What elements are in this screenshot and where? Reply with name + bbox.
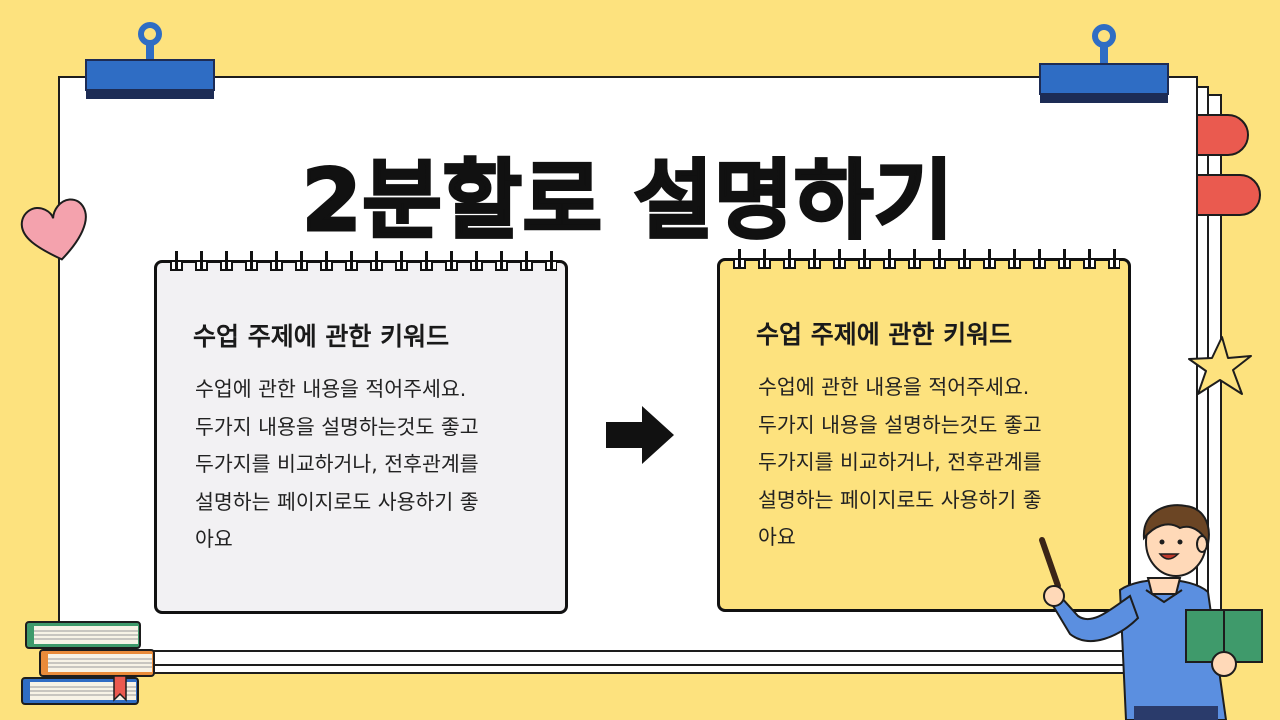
spiral-ring (808, 249, 821, 269)
spiral-ring (420, 251, 433, 271)
spiral-ring (908, 249, 921, 269)
right-notepad-panel: 수업 주제에 관한 키워드 수업에 관한 내용을 적어주세요. 두가지 내용을 … (717, 249, 1131, 612)
spiral-ring (195, 251, 208, 271)
spiral-ring (220, 251, 233, 271)
binder-clip-icon (85, 22, 215, 99)
page-title: 2분할로 설명하기 (300, 150, 955, 253)
spiral-ring (833, 249, 846, 269)
bookmark-tab-red-2 (1191, 174, 1261, 216)
right-panel-line: 수업에 관한 내용을 적어주세요. (758, 375, 1030, 399)
spiral-ring (758, 249, 771, 269)
spiral-ring (933, 249, 946, 269)
spiral-ring (983, 249, 996, 269)
spiral-ring (1108, 249, 1120, 269)
spiral-ring (545, 251, 557, 271)
right-panel-body: 수업에 관한 내용을 적어주세요. 두가지 내용을 설명하는것도 좋고 두가지를… (758, 369, 1098, 557)
spiral-ring (445, 251, 458, 271)
spiral-ring (1083, 249, 1096, 269)
spiral-ring (1008, 249, 1021, 269)
spiral-ring (733, 249, 746, 269)
star-icon (1188, 336, 1252, 395)
spiral-ring (395, 251, 408, 271)
spiral-ring (783, 249, 796, 269)
spiral-ring (520, 251, 533, 271)
right-panel-line: 두가지를 비교하거나, 전후관계를 (758, 450, 1042, 474)
left-panel-line: 두가지 내용을 설명하는것도 좋고 (195, 414, 479, 439)
right-panel-heading: 수업 주제에 관한 키워드 (756, 320, 1013, 349)
heart-icon (20, 198, 87, 261)
spiral-ring (883, 249, 896, 269)
right-panel-line: 아요 (758, 525, 796, 549)
spiral-ring (245, 251, 258, 271)
spiral-ring (495, 251, 508, 271)
right-panel-line: 설명하는 페이지로도 사용하기 좋 (758, 487, 1042, 512)
arrow-right-icon (606, 406, 674, 464)
right-panel-line: 두가지 내용을 설명하는것도 좋고 (758, 412, 1042, 437)
spiral-ring (345, 251, 358, 271)
spiral-ring (270, 251, 283, 271)
spiral-ring (170, 251, 183, 271)
spiral-ring (1058, 249, 1071, 269)
left-panel-line: 아요 (195, 527, 233, 551)
spiral-ring (858, 249, 871, 269)
teacher-illustration (1039, 504, 1263, 720)
spiral-ring (320, 251, 333, 271)
spiral-ring (470, 251, 483, 271)
left-panel-line: 두가지를 비교하거나, 전후관계를 (195, 452, 479, 476)
bookmark-tab-red-1 (1191, 114, 1249, 156)
spiral-ring (1033, 249, 1046, 269)
left-panel-heading: 수업 주제에 관한 키워드 (193, 322, 450, 351)
left-panel-body: 수업에 관한 내용을 적어주세요. 두가지 내용을 설명하는것도 좋고 두가지를… (195, 371, 535, 559)
spiral-ring (295, 251, 308, 271)
left-panel-line: 수업에 관한 내용을 적어주세요. (195, 377, 467, 401)
spiral-ring (370, 251, 383, 271)
spiral-ring (958, 249, 971, 269)
left-notepad-panel: 수업 주제에 관한 키워드 수업에 관한 내용을 적어주세요. 두가지 내용을 … (154, 251, 568, 614)
book-stack-icon (21, 621, 155, 705)
left-panel-line: 설명하는 페이지로도 사용하기 좋 (195, 489, 479, 514)
binder-clip-icon (1039, 24, 1169, 103)
spiral-rings (170, 251, 557, 271)
spiral-rings (733, 249, 1120, 269)
